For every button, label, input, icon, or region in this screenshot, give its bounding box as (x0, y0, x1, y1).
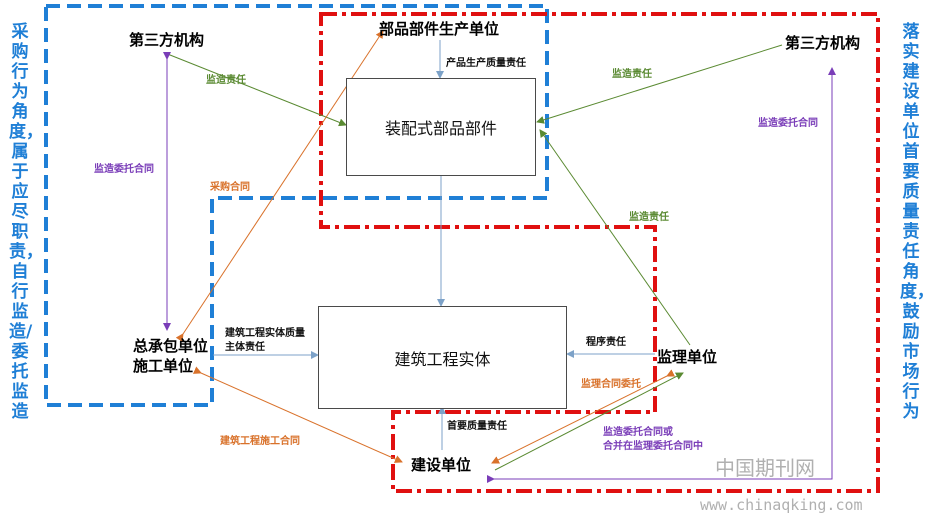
side-caption-right: 落实建设单位首要质量责任角度，鼓励市场行为 (900, 22, 931, 422)
arrow-owner-to-third-right (487, 67, 836, 483)
edge-label-supervise-right: 监造责任 (612, 69, 652, 80)
edge-label-supervise-left: 监造责任 (206, 75, 246, 86)
edge-label-construction-contract: 建筑工程施工合同 (220, 436, 300, 447)
edge-label-entity-main-2: 主体责任 (225, 342, 265, 353)
arrow-third-left-to-prefab (164, 52, 347, 127)
edge-label-supervise-mid: 监造责任 (629, 212, 669, 223)
edge-label-purchase: 采购合同 (210, 182, 250, 193)
producer-unit: 部品部件生产单位 (379, 20, 500, 38)
side-caption-left: 采购行为角度，属于应尽职责，自行监造/委托监造 (9, 22, 43, 422)
edge-label-entrust-left: 监造委托合同 (94, 164, 154, 175)
edge-label-entity-main-1: 建筑工程实体质量 (225, 328, 305, 339)
prefab-box: 装配式部品部件 (346, 78, 536, 176)
edge-label-product-quality: 产品生产质量责任 (446, 58, 526, 69)
edge-label-primary-quality: 首要质量责任 (447, 421, 507, 432)
edge-label-entrust-right: 监造委托合同 (758, 118, 818, 129)
contractor-line-1: 总承包单位 (133, 337, 209, 355)
arrow-third-right-to-prefab (536, 44, 783, 124)
watermark-url: www.chinaqking.com (700, 496, 863, 514)
edge-label-merge-2: 合并在监理委托合同中 (603, 441, 703, 452)
watermark-cn: 中国期刊网 (715, 456, 815, 480)
third-party-left: 第三方机构 (129, 31, 205, 49)
contractor-line-2: 施工单位 (133, 357, 194, 375)
edge-label-supervision-contract: 监理合同委托 (581, 379, 641, 390)
entity-box: 建筑工程实体 (318, 306, 567, 409)
arrow-construction-contract (192, 366, 403, 463)
edge-label-merge-1: 监造委托合同或 (603, 427, 673, 438)
edge-label-program: 程序责任 (586, 337, 626, 348)
third-party-right: 第三方机构 (785, 34, 861, 52)
owner-unit: 建设单位 (411, 456, 472, 474)
supervisor-unit: 监理单位 (657, 348, 718, 366)
